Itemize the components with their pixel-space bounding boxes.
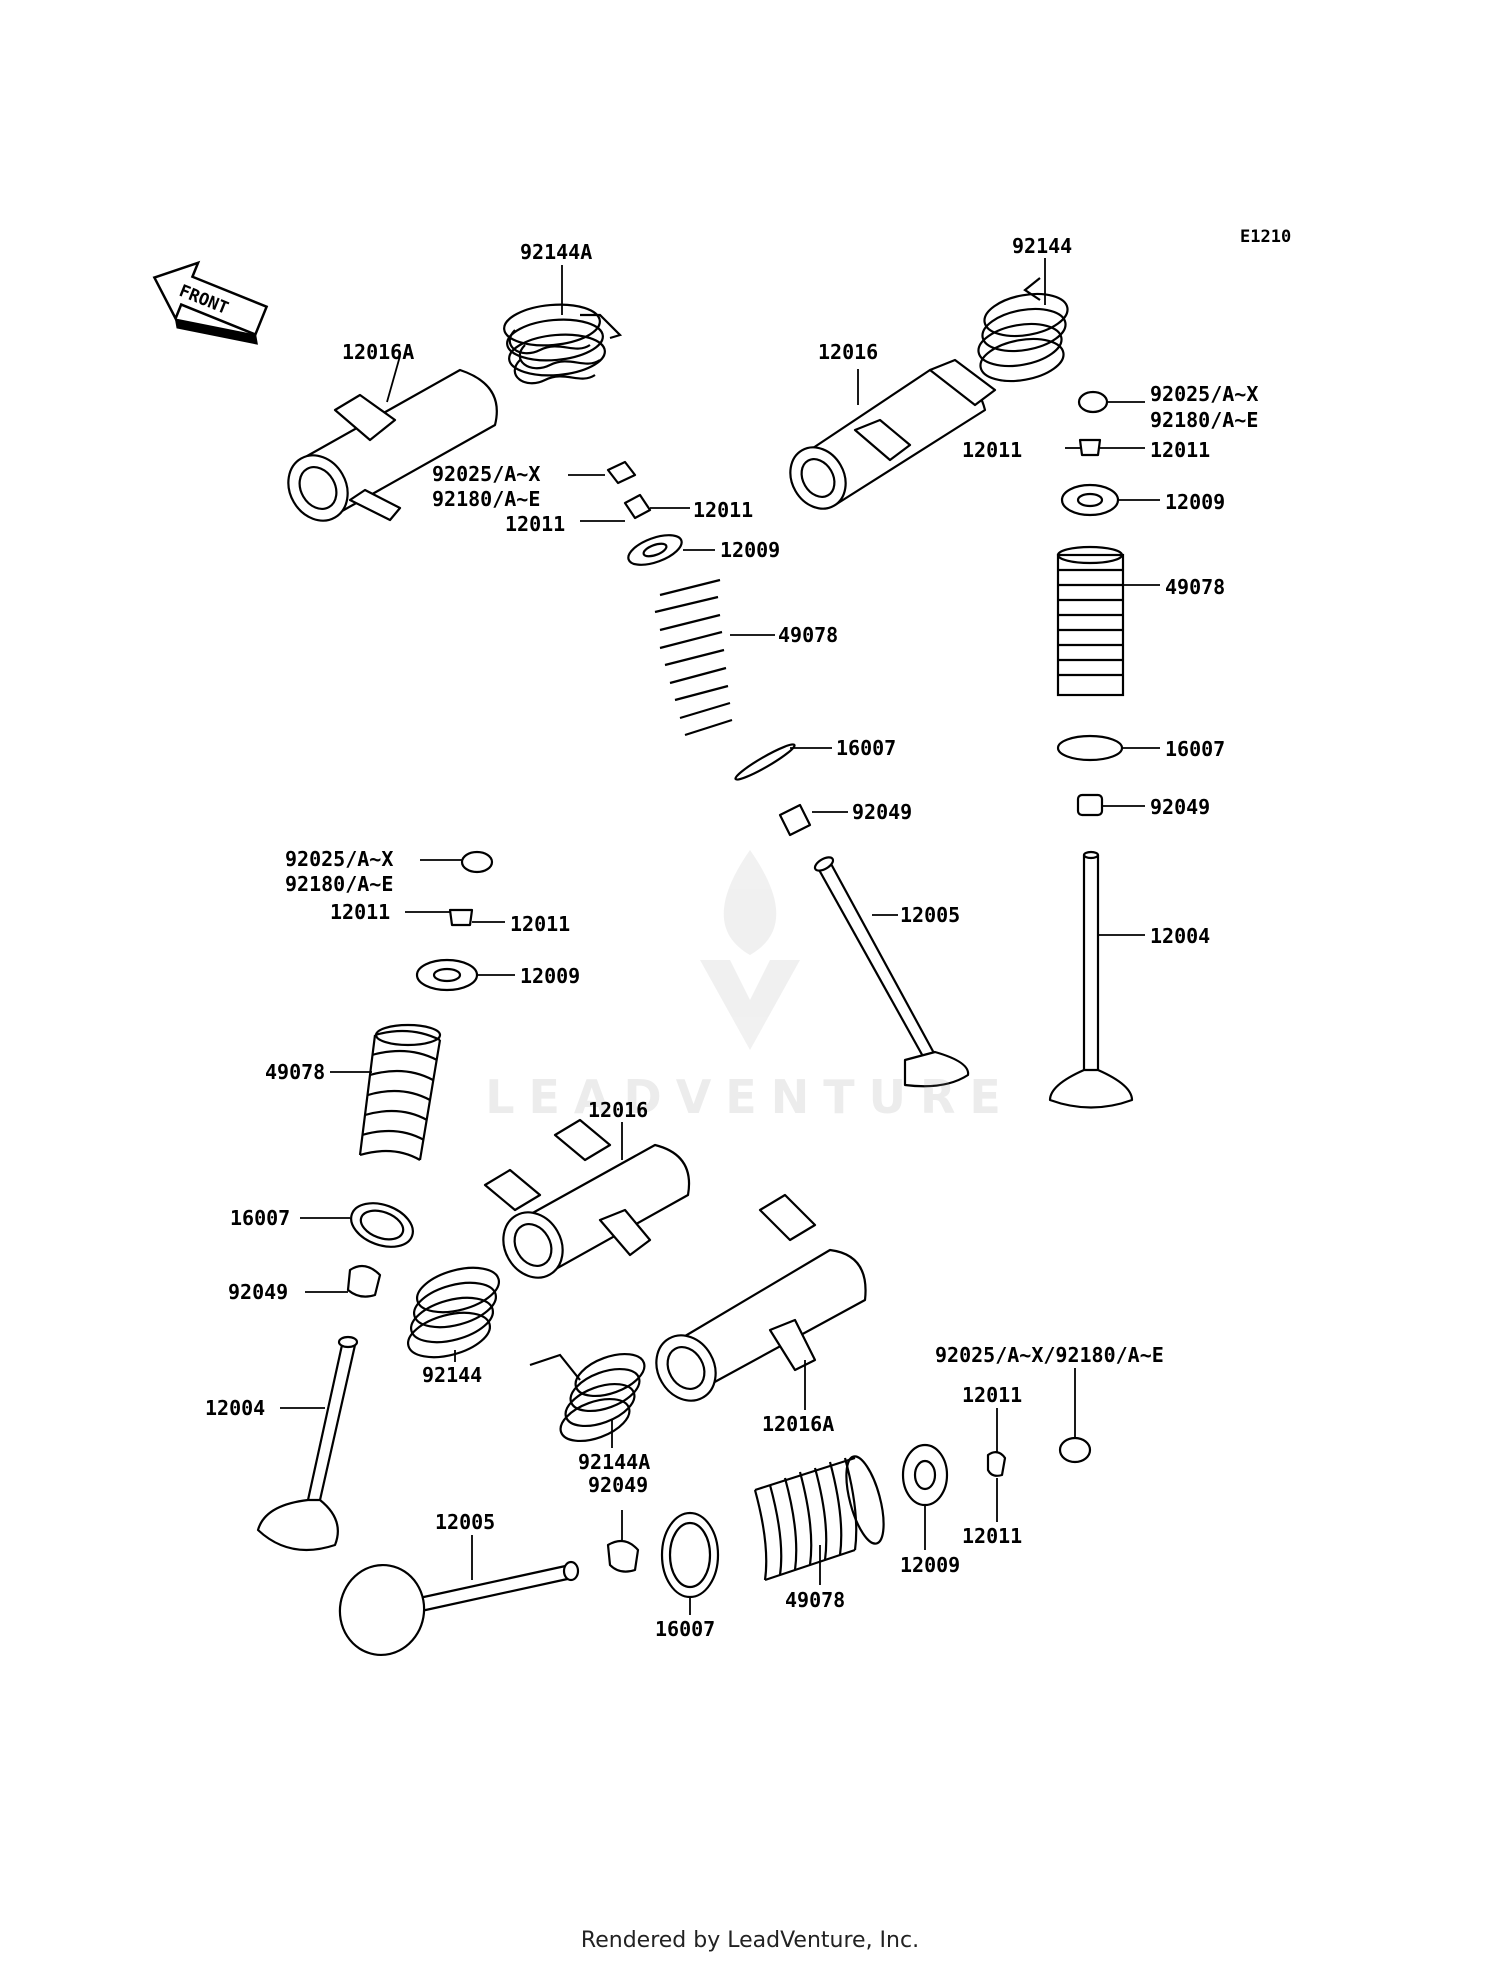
label-92025-top-right[interactable]: 92025/A~X [1150,382,1259,406]
label-92025-mid-left[interactable]: 92025/A~X [285,847,394,871]
rocker-arm-12016-top [789,358,997,510]
label-92144A-top[interactable]: 92144A [520,240,593,264]
label-12016-mid[interactable]: 12016 [588,1098,649,1122]
label-12005-center[interactable]: 12005 [900,903,961,927]
collet-12011-bottom [986,1451,1007,1477]
valve-spring-49078-top-right [1056,545,1125,697]
label-12011-top-left-a[interactable]: 12011 [505,512,566,536]
spring-seat-16007-top-left [734,743,796,781]
watermark-text: LEADVENTURE [485,1070,1015,1124]
label-49078-mid-left[interactable]: 49078 [265,1060,326,1084]
rocker-arm-12016-mid [483,1118,691,1279]
stem-seal-92049-top-right [1076,793,1104,817]
label-92025-top-left[interactable]: 92025/A~X [432,462,541,486]
torsion-spring-92144-mid [407,1266,500,1359]
front-arrow-icon [152,260,269,345]
intake-valve-12004-bottom-left [256,1335,359,1552]
retainer-12009-bottom [901,1443,949,1507]
label-92049-top-right[interactable]: 92049 [1150,795,1211,819]
torsion-spring-92144A-top [503,303,623,385]
label-92180-top-right[interactable]: 92180/A~E [1150,408,1259,432]
stem-seal-92049-mid-left [346,1264,382,1298]
cap-92025-top-left [606,460,637,485]
spring-seat-16007-bottom [660,1511,720,1599]
label-12016A-bottom[interactable]: 12016A [762,1412,835,1436]
label-12011-mid-left-a[interactable]: 12011 [330,900,391,924]
torsion-spring-92144A-bottom [529,1352,646,1443]
spring-seat-16007-mid-left [350,1202,414,1248]
torsion-spring-92144-top [977,277,1069,383]
label-12016A-top[interactable]: 12016A [342,340,415,364]
label-12011-top-right-a[interactable]: 12011 [962,438,1023,462]
label-12011-bottom-b[interactable]: 12011 [962,1524,1023,1548]
rocker-arm-12016A-bottom [655,1193,867,1402]
retainer-12009-top-left [627,534,683,566]
label-49078-top-left[interactable]: 49078 [778,623,839,647]
label-16007-top-left[interactable]: 16007 [836,736,897,760]
label-92180-mid-left[interactable]: 92180/A~E [285,872,394,896]
stem-seal-92049-top-left [778,803,812,837]
label-12011-top-left-b[interactable]: 12011 [693,498,754,522]
cap-92025-mid-left [460,850,494,874]
label-92049-mid-left[interactable]: 92049 [228,1280,289,1304]
label-12009-top-right[interactable]: 12009 [1165,490,1226,514]
intake-valve-12004-top-right [1048,850,1134,1109]
label-12009-top-left[interactable]: 12009 [720,538,781,562]
label-12009-mid-left[interactable]: 12009 [520,964,581,988]
label-49078-top-right[interactable]: 49078 [1165,575,1226,599]
label-16007-top-right[interactable]: 16007 [1165,737,1226,761]
cap-92025-bottom [1058,1436,1092,1464]
label-92180-top-left[interactable]: 92180/A~E [432,487,541,511]
label-12004-top-right[interactable]: 12004 [1150,924,1211,948]
collet-12011-mid-left [448,908,474,927]
label-92144-mid[interactable]: 92144 [422,1363,483,1387]
spring-seat-16007-top-right [1056,734,1124,762]
label-92144-top[interactable]: 92144 [1012,234,1073,258]
valve-spring-49078-mid-left [358,1023,442,1161]
collet-12011-top-right [1078,438,1102,457]
leadventure-watermark-logo [700,850,800,1050]
label-12004-bottom-left[interactable]: 12004 [205,1396,266,1420]
cap-92025-top-right [1077,390,1109,414]
exhaust-valve-12005-center [813,856,970,1088]
label-12005-bottom[interactable]: 12005 [435,1510,496,1534]
label-12009-bottom[interactable]: 12009 [900,1553,961,1577]
retainer-12009-top-right [1060,483,1120,517]
valve-spring-49078-top-left [654,578,733,737]
label-12011-top-right-b[interactable]: 12011 [1150,438,1211,462]
valve-spring-49078-bottom [753,1455,885,1582]
collet-12011-top-left [623,493,652,520]
label-12011-mid-left-b[interactable]: 12011 [510,912,571,936]
label-12011-bottom-a[interactable]: 12011 [962,1383,1023,1407]
label-92144A-bottom[interactable]: 92144A [578,1450,651,1474]
rocker-arm-12016A-top [287,368,498,522]
stem-seal-92049-bottom [606,1539,640,1573]
label-92049-top-left[interactable]: 92049 [852,800,913,824]
label-12016-top[interactable]: 12016 [818,340,879,364]
label-16007-bottom[interactable]: 16007 [655,1617,716,1641]
label-16007-mid-left[interactable]: 16007 [230,1206,291,1230]
exhaust-valve-12005-bottom [338,1560,580,1657]
sheet-code: E1210 [1240,227,1292,247]
footer-credit: Rendered by LeadVenture, Inc. [580,1928,920,1953]
label-49078-bottom[interactable]: 49078 [785,1588,846,1612]
label-92025-92180-bottom[interactable]: 92025/A~X/92180/A~E [935,1343,1164,1367]
retainer-12009-mid-left [415,958,479,992]
label-92049-bottom[interactable]: 92049 [588,1473,649,1497]
